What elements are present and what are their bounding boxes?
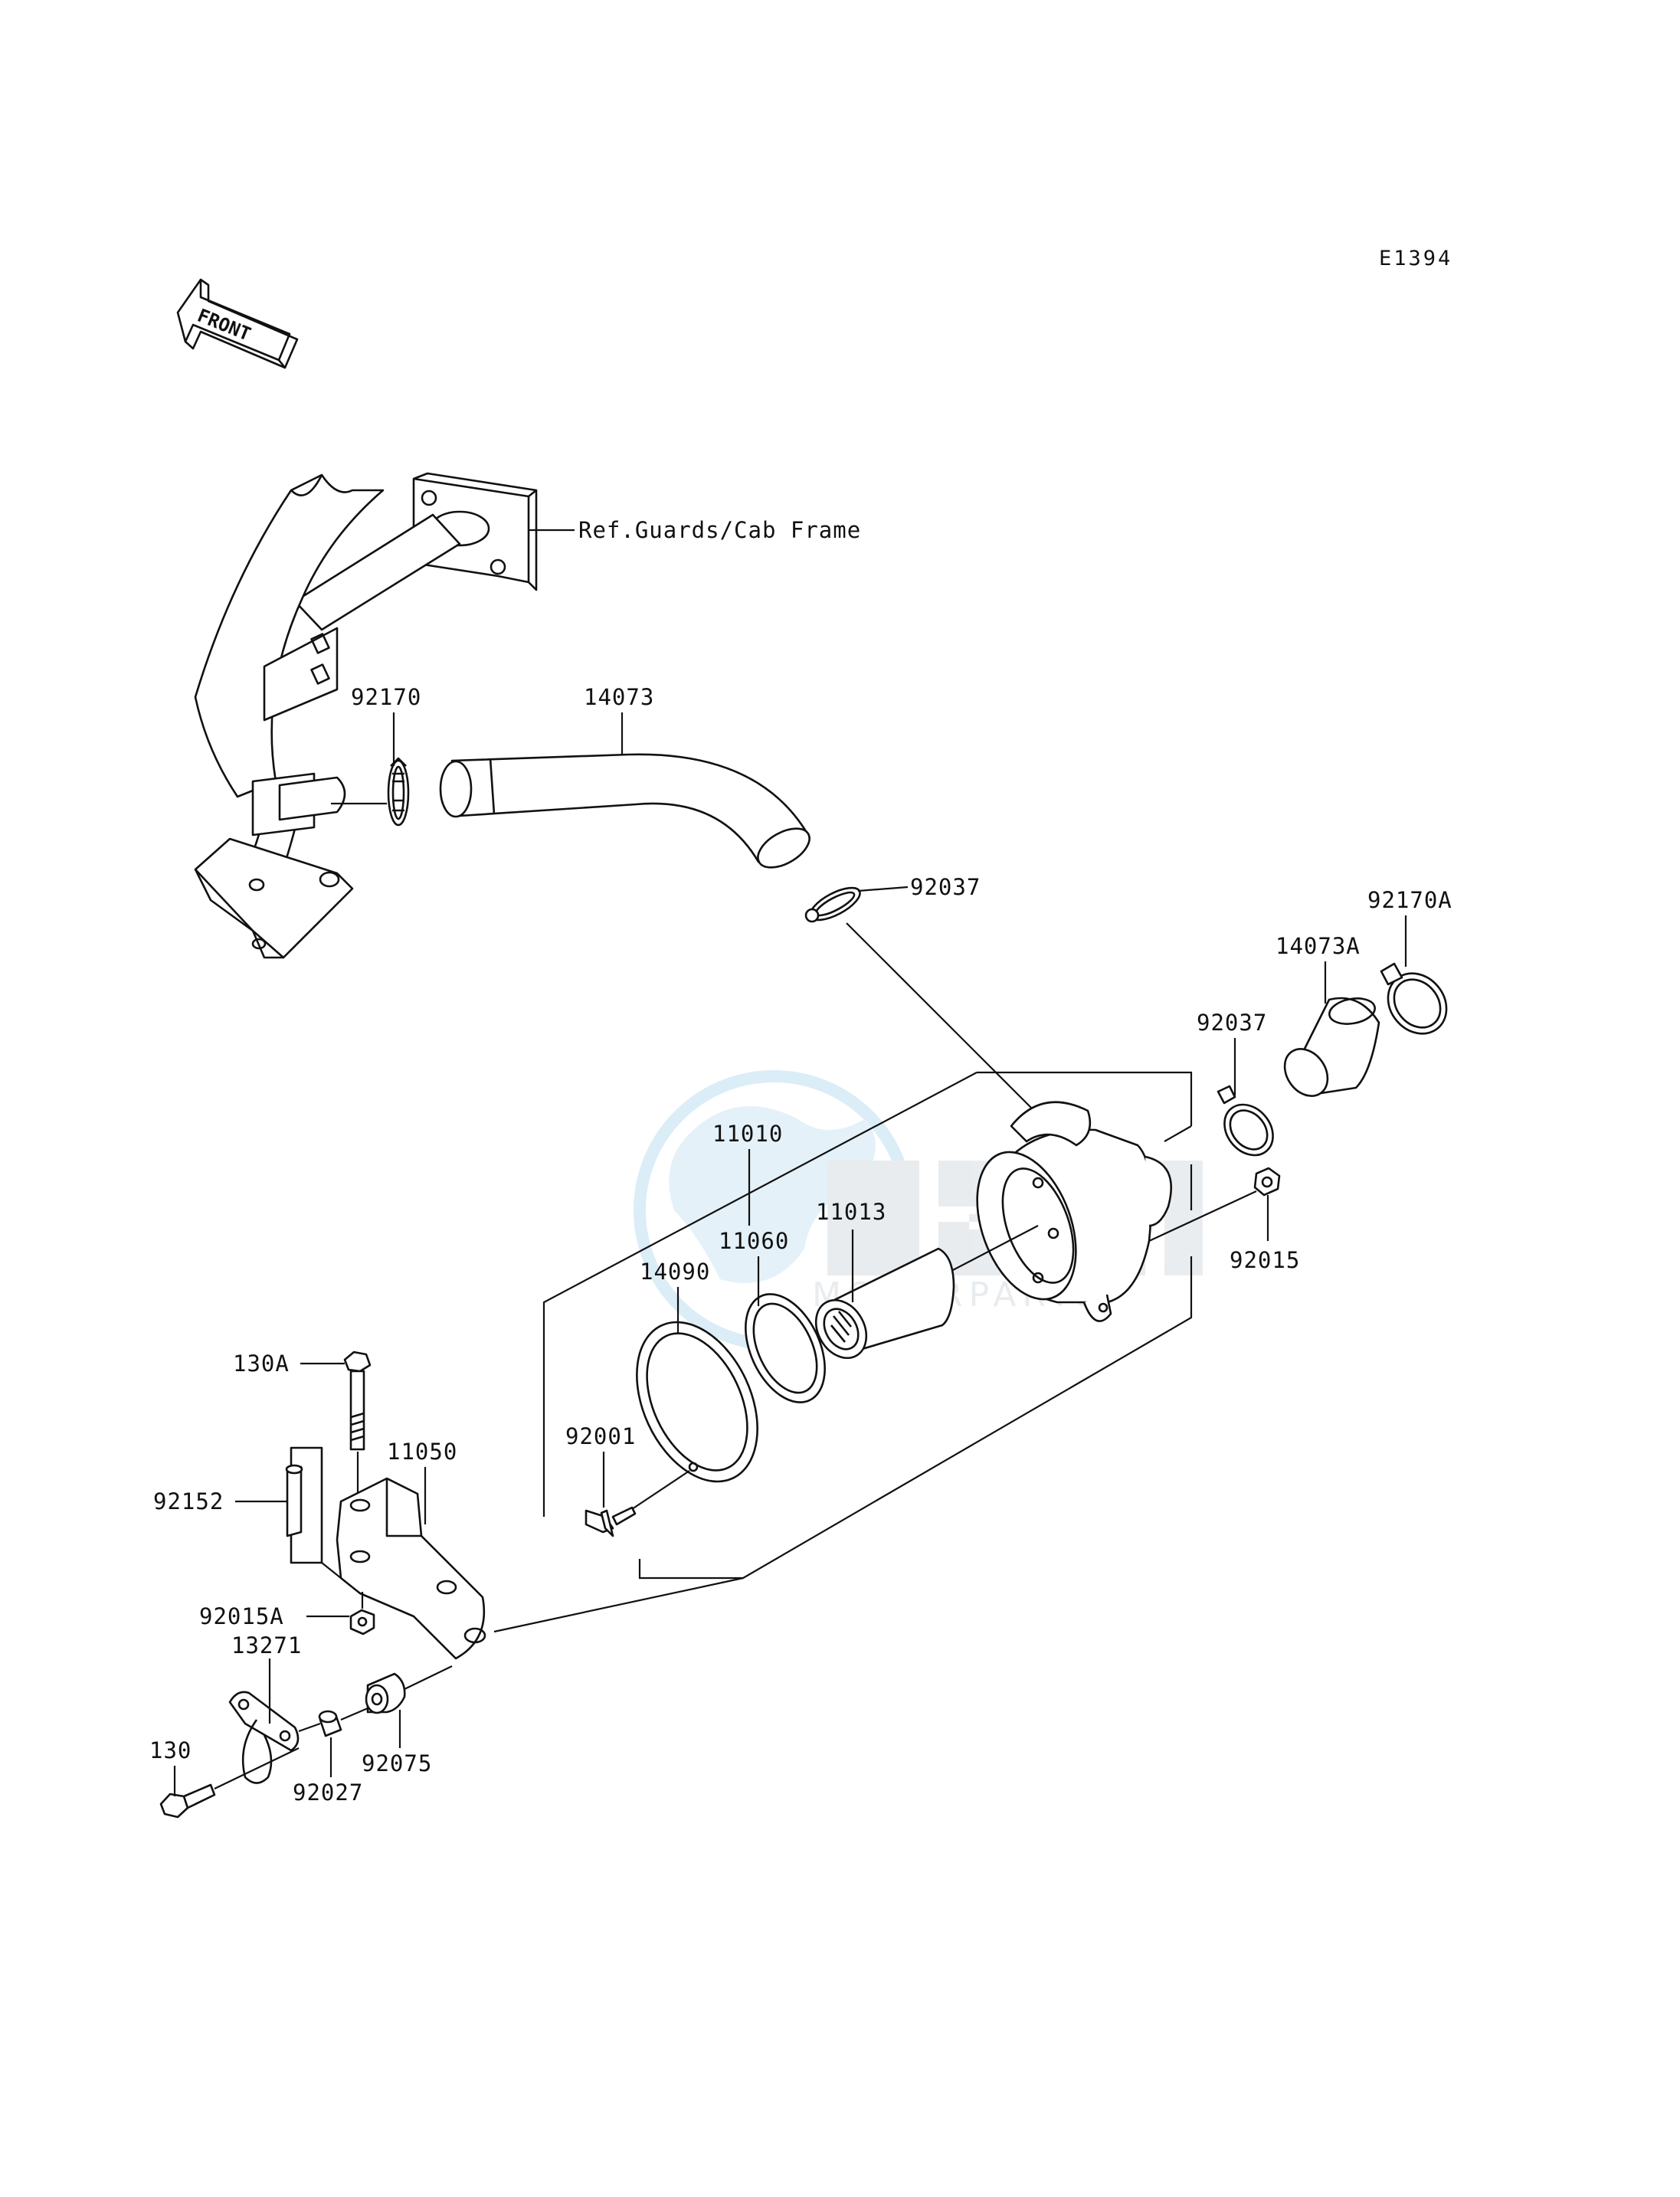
label-92170A: 92170A xyxy=(1367,887,1452,913)
label-11010: 11010 xyxy=(712,1121,783,1147)
boot-14073A xyxy=(1283,997,1380,1097)
filter-element-11013 xyxy=(814,1247,955,1360)
ref-guards-cab-frame-note: Ref.Guards/Cab Frame xyxy=(578,517,861,543)
air-cleaner-case-11010 xyxy=(976,1101,1172,1322)
collar-92152 xyxy=(285,1446,323,1564)
nut-92015 xyxy=(1253,1167,1281,1197)
label-92027: 92027 xyxy=(293,1780,363,1806)
label-92015: 92015 xyxy=(1230,1247,1300,1273)
bracket-13271 xyxy=(228,1691,300,1784)
front-arrow-icon: FRONT xyxy=(176,278,299,369)
label-130A: 130A xyxy=(233,1351,290,1377)
label-11013: 11013 xyxy=(816,1199,886,1225)
bolt-130A xyxy=(343,1351,372,1451)
diagram-code: E1394 xyxy=(1379,247,1452,270)
label-130: 130 xyxy=(149,1737,192,1763)
collar-92027 xyxy=(318,1710,342,1737)
cover-14090 xyxy=(636,1321,758,1483)
label-92001: 92001 xyxy=(565,1423,636,1449)
clamp-92037-right xyxy=(1217,1085,1274,1157)
watermark-globe-land-icon xyxy=(669,1106,876,1283)
cab-frame-drawing xyxy=(194,472,538,959)
seal-11060 xyxy=(745,1293,826,1403)
label-14073: 14073 xyxy=(584,684,654,710)
label-92015A: 92015A xyxy=(199,1603,284,1629)
clamp-92170 xyxy=(387,757,410,827)
label-92152: 92152 xyxy=(153,1488,224,1514)
label-14090: 14090 xyxy=(640,1259,710,1285)
grommet-92075 xyxy=(365,1672,406,1714)
bolt-130 xyxy=(159,1783,216,1819)
label-92037-right: 92037 xyxy=(1197,1010,1267,1036)
label-11050: 11050 xyxy=(387,1439,457,1465)
assembly-bracket xyxy=(542,1071,1193,1580)
intake-duct-14073 xyxy=(439,753,811,869)
label-92170: 92170 xyxy=(351,684,421,710)
label-11060: 11060 xyxy=(719,1228,789,1254)
clamp-92037-upper xyxy=(804,886,861,923)
clamp-92170A xyxy=(1380,962,1448,1035)
label-14073A: 14073A xyxy=(1276,933,1361,959)
label-92037-upper: 92037 xyxy=(910,874,981,900)
label-13271: 13271 xyxy=(231,1632,302,1658)
bracket-11050 xyxy=(336,1477,486,1660)
wing-bolt-92001 xyxy=(585,1506,637,1537)
nut-92015A xyxy=(349,1609,375,1635)
label-92075: 92075 xyxy=(362,1750,432,1776)
